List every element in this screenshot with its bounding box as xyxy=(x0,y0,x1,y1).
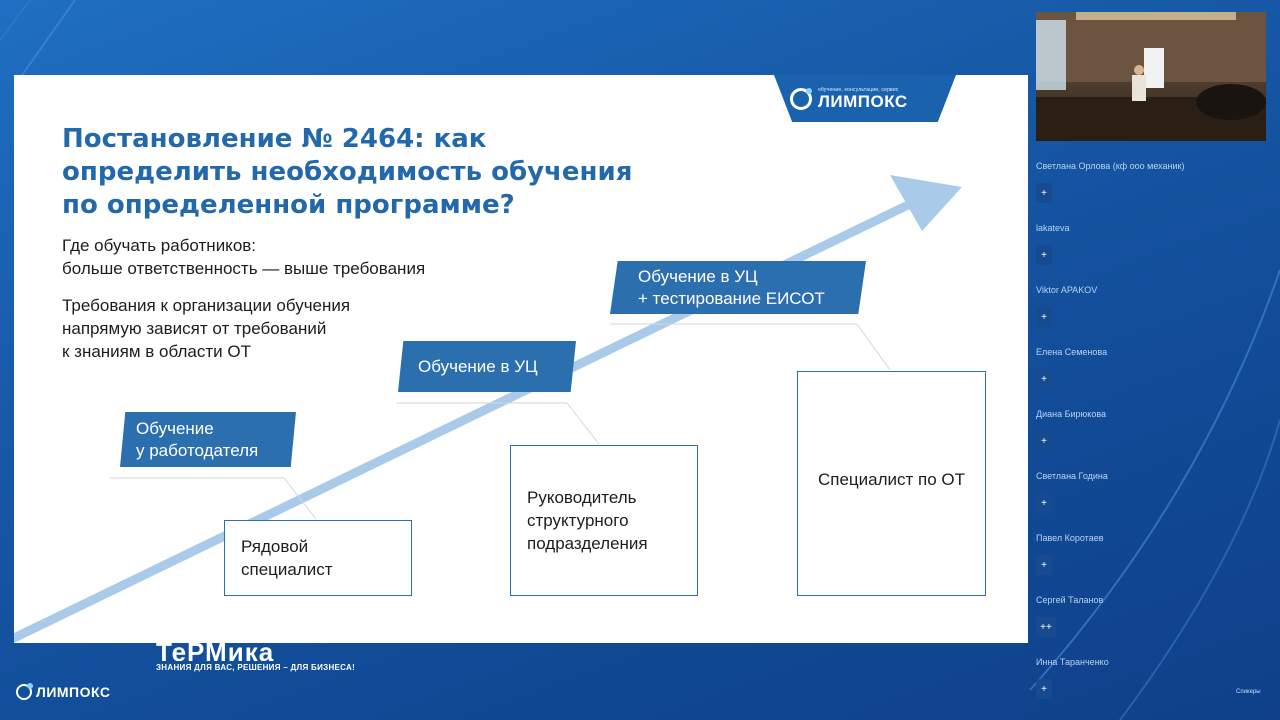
presentation-slide: обучение, консультации, сервис ЛИМПОКС П… xyxy=(14,75,1028,643)
logo-ring-icon xyxy=(16,683,33,700)
text-block-requirements: Требования к организации обучения напрям… xyxy=(62,294,350,363)
room-light xyxy=(1076,12,1236,20)
connector-line xyxy=(566,402,600,445)
logo-name: ЛИМПОКС xyxy=(818,92,908,111)
connector-line xyxy=(283,477,317,520)
role-box-ot-specialist: Специалист по ОТ xyxy=(797,371,986,596)
role-box-regular-specialist: Рядовой специалист xyxy=(224,520,412,596)
participant-name: Светлана Година xyxy=(1036,471,1108,481)
text-line: больше ответственность — выше требования xyxy=(62,259,426,278)
arrow-head xyxy=(890,175,962,231)
audience xyxy=(1196,84,1266,120)
participant-plus-button[interactable]: + xyxy=(1036,555,1052,575)
termika-logo: ТеРМика ЗНАНИЯ ДЛЯ ВАС, РЕШЕНИЯ – ДЛЯ БИ… xyxy=(156,643,355,672)
text-line: Где обучать работников: xyxy=(62,236,257,255)
screen-panel xyxy=(1036,20,1066,90)
participant-plus-button[interactable]: + xyxy=(1036,183,1052,203)
speakers-footer-label: Спикеры xyxy=(1236,689,1261,695)
participant-name: Диана Бирюкова xyxy=(1036,409,1107,419)
role-line: Рядовой xyxy=(241,537,309,556)
deco-line xyxy=(0,0,31,41)
label-line: Обучение xyxy=(136,418,214,438)
role-line: подразделения xyxy=(527,534,648,553)
participant-name: Инна Таранченко xyxy=(1036,657,1109,667)
label-employer-training: Обучение у работодателя xyxy=(120,412,296,467)
role-line: Специалист по ОТ xyxy=(817,470,966,489)
participant-name: Светлана Орлова (кф ооо механик) xyxy=(1036,161,1185,171)
speaker-head xyxy=(1134,65,1144,75)
participant-plus-button[interactable]: + xyxy=(1036,369,1052,389)
connector-line xyxy=(856,323,891,371)
termika-name: ТеРМика xyxy=(156,643,275,661)
speaker-body xyxy=(1132,75,1146,101)
label-line: у работодателя xyxy=(136,440,259,460)
participant-name: Павел Коротаев xyxy=(1036,533,1104,543)
text-line: напрямую зависят от требований xyxy=(62,319,327,338)
title-line: по определенной программе? xyxy=(62,190,515,220)
text-block-where: Где обучать работников: больше ответстве… xyxy=(62,234,425,280)
participant-name: Елена Семенова xyxy=(1036,347,1108,357)
deco-line xyxy=(19,0,76,79)
title-line: Постановление № 2464: как xyxy=(62,124,487,154)
label-line: Обучение в УЦ xyxy=(638,266,758,286)
label-line: + тестирование ЕИСОТ xyxy=(638,288,825,308)
role-line: специалист xyxy=(241,560,333,579)
participant-plus-button[interactable]: + xyxy=(1036,307,1052,327)
text-line: к знаниям в области ОТ xyxy=(62,342,251,361)
participant-plus-button[interactable]: + xyxy=(1036,493,1052,513)
text-line: Требования к организации обучения xyxy=(62,296,351,315)
participant-name: lakateva xyxy=(1036,223,1070,233)
flipchart xyxy=(1144,48,1164,88)
participant-plus-button[interactable]: + xyxy=(1036,245,1052,265)
label-training-center-eisot: Обучение в УЦ + тестирование ЕИСОТ xyxy=(610,261,866,314)
video-scene xyxy=(1036,12,1266,141)
slide-title: Постановление № 2464: как определить нео… xyxy=(62,123,633,222)
label-training-center: Обучение в УЦ xyxy=(398,341,576,392)
participant-plus-button[interactable]: + xyxy=(1036,679,1052,699)
deco-curve xyxy=(1029,269,1280,691)
role-line: структурного xyxy=(527,511,629,530)
logo-ring-icon xyxy=(790,88,812,110)
participant-name: Viktor APAKOV xyxy=(1036,285,1098,295)
role-line: Руководитель xyxy=(527,488,637,507)
termika-tagline: ЗНАНИЯ ДЛЯ ВАС, РЕШЕНИЯ – ДЛЯ БИЗНЕСА! xyxy=(156,663,356,672)
deco-curve xyxy=(1119,419,1280,720)
limpoks-logo: обучение, консультации, сервис ЛИМПОКС xyxy=(790,81,950,117)
title-line: определить необходимость обучения xyxy=(62,157,633,187)
participant-name: Сергей Таланов xyxy=(1036,595,1104,605)
participant-plus-button[interactable]: + xyxy=(1036,431,1052,451)
role-box-department-head: Руководитель структурного подразделения xyxy=(510,445,698,596)
label-line: Обучение в УЦ xyxy=(418,356,538,376)
participant-plus-button[interactable]: ++ xyxy=(1036,617,1056,637)
corner-logo-name: ЛИМПОКС xyxy=(36,684,111,700)
logo-tagline: обучение, консультации, сервис xyxy=(818,87,899,93)
corner-limpoks-logo: ЛИМПОКС xyxy=(16,683,111,700)
speaker-video[interactable] xyxy=(1036,12,1266,141)
